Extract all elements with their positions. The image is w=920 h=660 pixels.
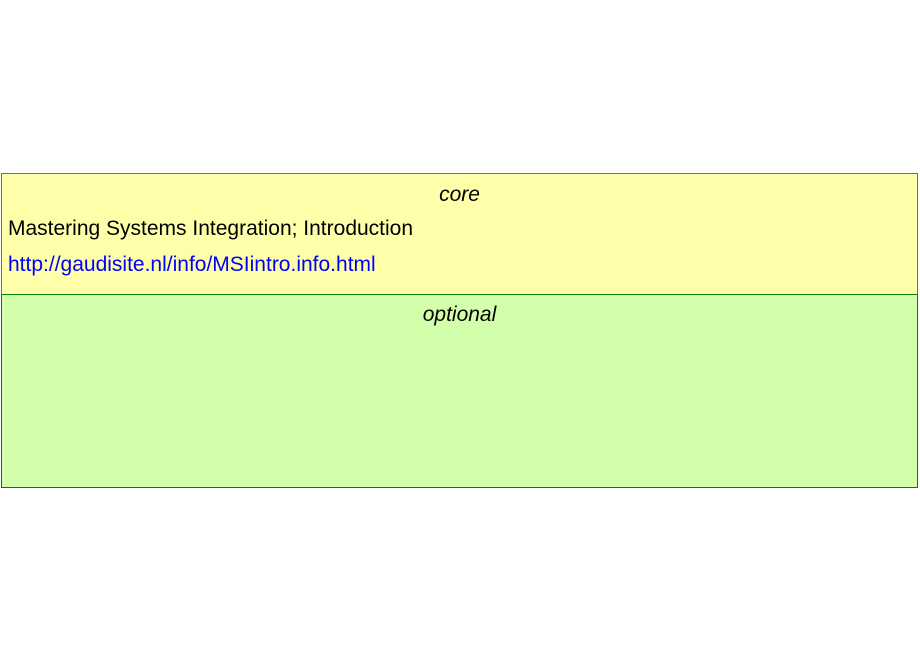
optional-panel: optional [1,294,918,488]
document-link[interactable]: http://gaudisite.nl/info/MSIintro.info.h… [8,253,376,276]
document-title: Mastering Systems Integration; Introduct… [8,217,414,240]
optional-heading: optional [422,303,497,326]
core-heading: core [439,183,480,206]
core-panel: core Mastering Systems Integration; Intr… [1,173,918,295]
